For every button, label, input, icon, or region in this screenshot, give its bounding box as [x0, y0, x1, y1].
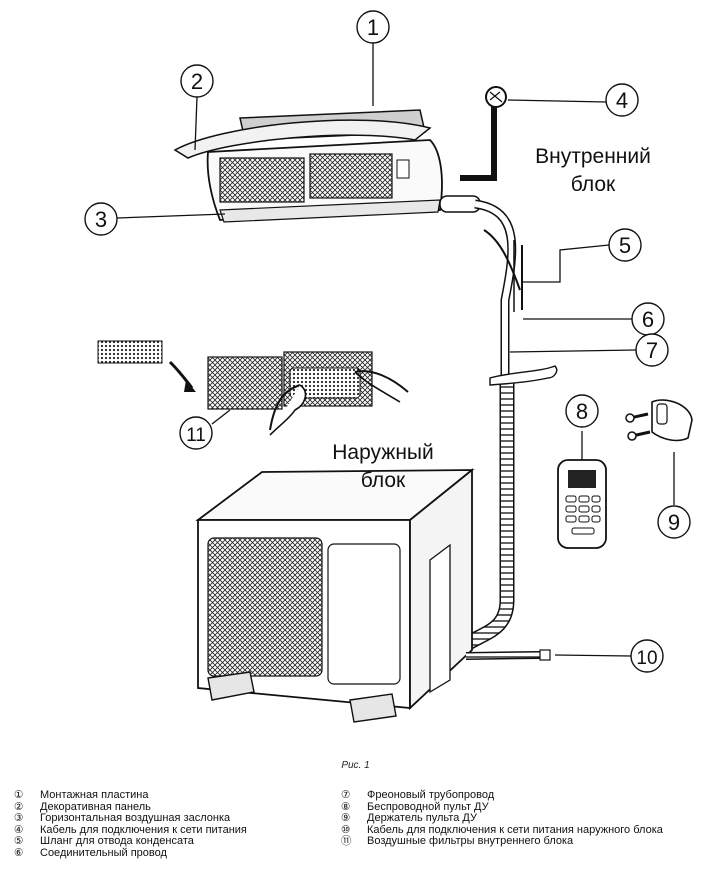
remote-holder [625, 399, 693, 442]
callout-5: 5 [608, 228, 642, 262]
svg-text:8: 8 [576, 399, 588, 424]
callout-6: 6 [631, 302, 665, 336]
callout-10: 10 [630, 639, 664, 673]
callouts: 1 2 3 4 5 6 7 8 9 10 11 [84, 10, 691, 673]
callout-7: 7 [635, 333, 669, 367]
svg-text:5: 5 [619, 233, 631, 258]
callout-8: 8 [565, 394, 599, 428]
decorative-panel [173, 119, 432, 159]
figure-caption: Рис. 1 [341, 760, 370, 771]
air-filters [97, 340, 409, 436]
svg-text:9: 9 [668, 510, 680, 535]
piping [460, 199, 558, 652]
svg-text:1: 1 [367, 15, 379, 40]
installation-diagram: 1 2 3 4 5 6 7 8 9 10 11 Внутренний блок … [84, 10, 693, 723]
hand-icon [269, 384, 301, 431]
callout-9: 9 [657, 505, 691, 539]
outdoor-unit-label: блок [361, 469, 406, 492]
callout-2: 2 [180, 64, 214, 98]
svg-text:6: 6 [642, 307, 654, 332]
svg-text:7: 7 [646, 338, 658, 363]
svg-text:3: 3 [95, 207, 107, 232]
indoor-unit [173, 109, 481, 223]
callout-1: 1 [356, 10, 390, 44]
leader-lines [116, 43, 675, 657]
hand-icon [354, 370, 409, 393]
remote-control [557, 459, 607, 549]
svg-text:4: 4 [616, 88, 628, 113]
svg-text:2: 2 [191, 69, 203, 94]
svg-text:11: 11 [186, 425, 206, 446]
svg-text:10: 10 [636, 648, 657, 669]
outdoor-unit-label: Наружный [332, 441, 434, 464]
horizontal-louver [219, 199, 441, 223]
indoor-power-cable [460, 86, 507, 181]
indoor-unit-label: Внутренний [535, 145, 651, 168]
callout-4: 4 [605, 83, 639, 117]
callout-11: 11 [179, 416, 213, 450]
callout-3: 3 [84, 202, 118, 236]
outdoor-power-cable [465, 649, 551, 661]
indoor-unit-label: блок [571, 173, 616, 196]
outdoor-unit [195, 468, 475, 723]
